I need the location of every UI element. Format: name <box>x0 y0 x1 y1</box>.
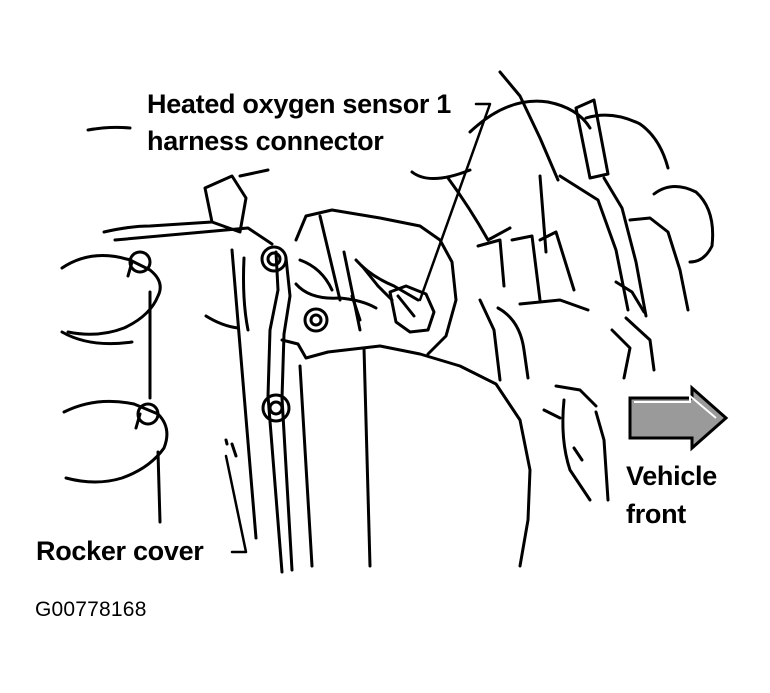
sensor-label-line-2: harness connector <box>147 126 384 156</box>
leader-sensor <box>418 102 492 302</box>
rocker-cover-outline <box>204 314 240 330</box>
sensor-label-line-1: Heated oxygen sensor 1 <box>147 89 452 119</box>
harness-wire <box>113 226 274 246</box>
bolt-boss-lower <box>62 399 169 484</box>
figure-code: G00778168 <box>35 598 147 621</box>
vehicle-front-label-line-1: Vehicle <box>626 461 717 491</box>
rocker-cover-label: Rocker cover <box>36 536 204 566</box>
intake-hose <box>468 99 592 134</box>
leader-rocker <box>224 454 248 554</box>
bolt-top <box>260 245 288 273</box>
vehicle-front-arrow-icon <box>628 384 729 452</box>
bracket-tab <box>203 174 248 234</box>
engine-block <box>280 338 532 568</box>
bolt-boss-upper <box>60 254 162 336</box>
vehicle-front-label-line-2: front <box>626 499 686 529</box>
bolt-middle <box>303 307 329 333</box>
stroke-mark <box>86 125 132 132</box>
rocker-cover-pipe <box>266 250 284 574</box>
bolt-lower <box>261 393 291 423</box>
sensor-connector <box>388 284 436 334</box>
